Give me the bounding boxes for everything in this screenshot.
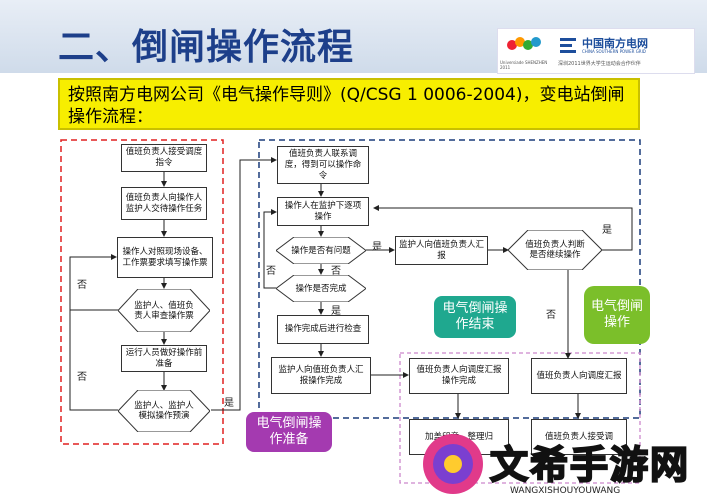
operation-region	[258, 139, 641, 419]
edge-label-no-problem: 否	[331, 266, 341, 277]
subtitle-box: 按照南方电网公司《电气操作导则》(Q/CSG 1 0006-2004)，变电站倒…	[58, 78, 640, 130]
edge-label-no-review: 否	[77, 280, 87, 291]
logo-area: Universiade SHENZHEN 2011 中国南方电网 CHINA S…	[497, 28, 695, 74]
flow-decision-review-ticket: 监护人、值班负责人审查操作票	[118, 289, 210, 332]
flow-decision-rehearsal: 监护人、监护人模拟操作预演	[118, 390, 210, 432]
flow-decision-is-complete: 操作是否完成	[276, 275, 366, 302]
bubble-operation-end: 电气倒闸操作结束	[434, 296, 516, 338]
subtitle-text: 按照南方电网公司《电气操作导则》(Q/CSG 1 0006-2004)，变电站倒…	[68, 85, 625, 127]
flow-step-report-complete: 监护人向值班负责人汇报操作完成	[271, 357, 371, 394]
edge-label-yes-continue: 是	[602, 225, 612, 236]
edge-label-yes-complete: 是	[331, 306, 341, 317]
grid-logo-icon	[558, 35, 578, 55]
company-name: 中国南方电网	[582, 37, 648, 50]
company-tagline: 深圳2011世界大学生运动会合作伙伴	[558, 61, 641, 67]
company-name-en: CHINA SOUTHERN POWER GRID	[582, 49, 646, 54]
flow-step-perform-operation: 操作人在监护下逐项操作	[277, 197, 369, 226]
flow-step-report-dispatch: 值班负责人向调度汇报	[531, 358, 627, 394]
bubble-operation: 电气倒闸操作	[584, 286, 650, 344]
flow-step-contact-dispatch: 值班负责人联系调度，得到可以操作命令	[277, 146, 369, 184]
prep-region	[60, 139, 224, 445]
edge-label-yes-problem: 是	[372, 242, 382, 253]
end-region	[399, 352, 641, 484]
flow-step-post-check: 操作完成后进行检查	[277, 315, 369, 344]
edge-label-yes-rehearsal: 是	[224, 398, 234, 409]
page-title: 二、倒闸操作流程	[58, 27, 355, 68]
universiade-logo	[502, 33, 546, 59]
flow-step-prepare: 运行人员做好操作前准备	[121, 345, 207, 372]
watermark: 文希手游网 WANGXISHOUYOUWANG	[418, 428, 707, 500]
flow-step-report-dispatch-complete: 值班负责人向调度汇报操作完成	[409, 358, 509, 394]
universiade-emblem-icon	[507, 37, 541, 50]
flow-decision-has-problem: 操作是否有问题	[276, 237, 366, 264]
watermark-text: 文希手游网	[489, 442, 691, 488]
flow-step-accept-dispatch: 值班负责人接受调	[531, 419, 627, 455]
edge-label-no-continue: 否	[546, 310, 556, 321]
universiade-text: Universiade SHENZHEN 2011	[500, 60, 548, 70]
watermark-logo-icon	[423, 434, 483, 494]
watermark-url: WANGXISHOUYOUWANG	[510, 486, 621, 496]
flow-step-assign-task: 值班负责人向操作人监护人交待操作任务	[121, 187, 207, 220]
edge-label-no-rehearsal: 否	[77, 372, 87, 383]
edge-label-no-complete: 否	[266, 266, 276, 277]
flow-step-receive-dispatch: 值班负责人接受调度指令	[121, 144, 207, 172]
flow-step-report-to-duty: 监护人向值班负责人汇报	[395, 236, 488, 265]
flow-step-fill-ticket: 操作人对照现场设备、工作票要求填写操作票	[117, 237, 213, 278]
flow-decision-continue: 值班负责人判断是否继续操作	[508, 230, 602, 270]
bubble-operation-prep: 电气倒闸操作准备	[246, 412, 332, 452]
